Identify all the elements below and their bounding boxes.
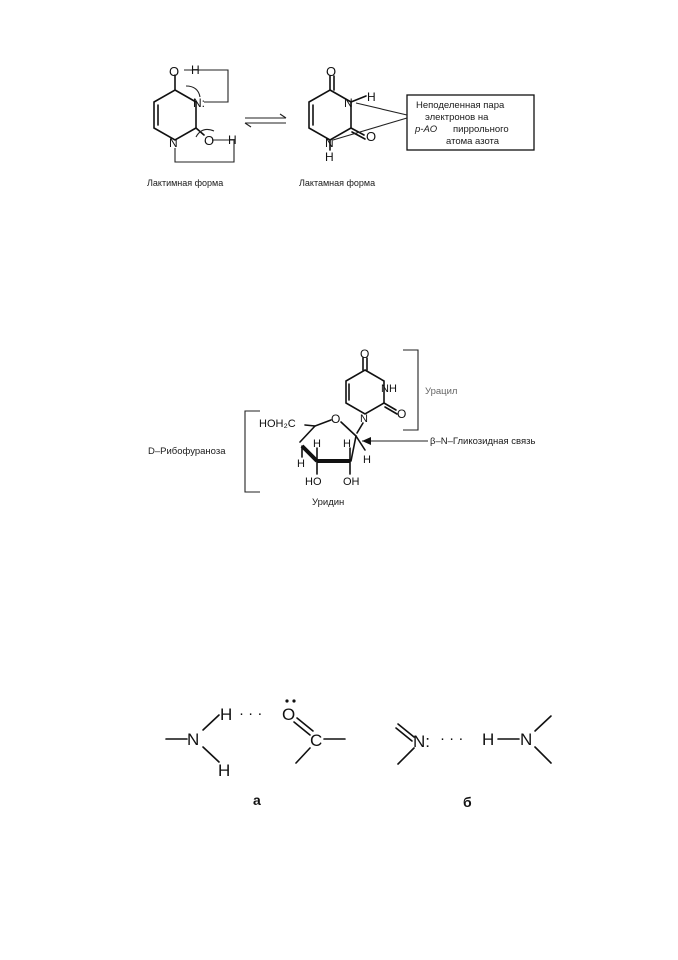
ribofuranose-label: D–Рибофураноза	[148, 446, 226, 457]
hbond-a-h-top: H	[220, 705, 232, 724]
hbond-a: N H H · · · O C	[165, 699, 346, 780]
ribose-h2: H	[343, 438, 351, 450]
uracil-o4: O	[360, 347, 369, 361]
hbond-a-o: O	[282, 705, 295, 724]
lactam-o-right: O	[366, 129, 376, 144]
equilibrium-arrows	[244, 113, 287, 128]
lactim-n1: N	[169, 136, 178, 150]
label-a: а	[253, 792, 261, 808]
hbond-b-n: N:	[413, 732, 430, 751]
uracil-nh: NH	[381, 383, 397, 395]
hbond-a-h-bottom: H	[218, 761, 230, 780]
lactim-caption: Лактимная форма	[147, 178, 223, 188]
ribose-h3: H	[313, 438, 321, 450]
ribofuranose-bracket	[244, 410, 260, 493]
uracil-label: Урацил	[425, 386, 457, 397]
lactim-h-bottom: H	[228, 133, 237, 147]
uridine-label: Уридин	[312, 497, 344, 508]
lone-pair-note: Неподеленная пара электронов на p-AO пир…	[332, 94, 535, 151]
uracil-bracket	[403, 349, 419, 431]
uracil-base: O NH O N	[345, 347, 406, 434]
note-line-1: Неподеленная пара	[416, 100, 505, 111]
lactim-o-bottom: O	[204, 133, 214, 148]
hbond-a-c: C	[310, 731, 322, 750]
hbond-a-n: N	[187, 730, 199, 749]
glycosidic-label: β–N–Гликозидная связь	[430, 436, 536, 447]
hbond-b-dots: · · ·	[440, 730, 463, 747]
ribose-oh2: OH	[343, 476, 360, 488]
note-line-3: пиррольного	[453, 124, 509, 135]
label-b: б	[463, 794, 472, 810]
glycosidic-arrow	[362, 437, 428, 445]
lactam-n1: N	[325, 136, 334, 150]
uracil-n1: N	[360, 413, 368, 425]
lactam-structure: O N H O N H	[308, 64, 376, 164]
lactim-n3: N:	[193, 96, 205, 110]
lactim-o-top: O	[169, 64, 179, 79]
hbond-b: N: · · · H N	[395, 715, 552, 765]
lactam-h3: H	[367, 90, 376, 104]
ribose-h4: H	[297, 458, 305, 470]
note-line-2: электронов на	[425, 112, 489, 123]
note-line-4: атома азота	[446, 136, 500, 147]
hbond-b-n2: N	[520, 730, 532, 749]
ribose-hoh2c: HOH₂C	[259, 418, 296, 430]
ribose-h1: H	[363, 454, 371, 466]
lactim-h-top: H	[191, 63, 200, 77]
lactam-o-top: O	[326, 64, 336, 79]
ribose-ring: O HOH₂C H H H H HO OH	[259, 412, 371, 488]
lactam-n3: N	[344, 96, 353, 110]
lactim-structure: O H N: N O H	[153, 63, 237, 163]
lactam-h1: H	[325, 150, 334, 164]
lactam-caption: Лактамная форма	[299, 178, 375, 188]
ribose-o: O	[331, 412, 340, 426]
hbond-b-h: H	[482, 730, 494, 749]
ribose-ho3: HO	[305, 476, 322, 488]
uracil-o2: O	[397, 407, 406, 421]
note-ao: p-AO	[414, 124, 438, 135]
hbond-a-dots: · · ·	[239, 705, 262, 722]
